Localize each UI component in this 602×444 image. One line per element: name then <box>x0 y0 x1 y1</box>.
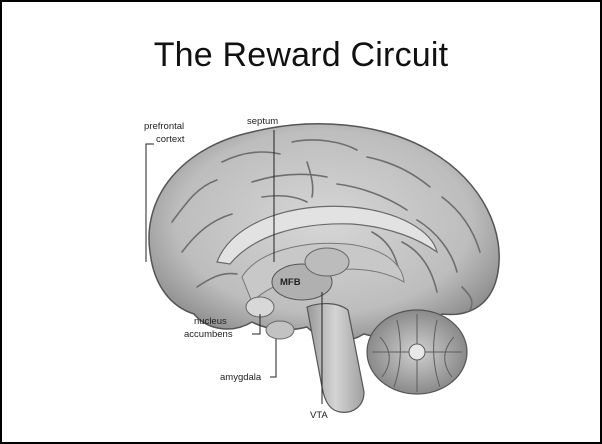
label-vta: VTA <box>310 410 328 421</box>
label-prefrontal-line2: cortext <box>156 134 185 145</box>
label-amygdala: amygdala <box>220 372 262 383</box>
amygdala-region <box>266 321 294 339</box>
slide-title: The Reward Circuit <box>2 36 600 75</box>
brain-diagram: prefrontal cortext septum MFB nucleus ac… <box>102 102 512 427</box>
brain-illustration: prefrontal cortext septum MFB nucleus ac… <box>102 102 512 427</box>
thalamus-region <box>305 248 349 276</box>
label-nucleus-line2: accumbens <box>184 329 233 340</box>
label-septum: septum <box>247 116 278 127</box>
label-nucleus-line1: nucleus <box>194 316 227 327</box>
cerebellum <box>367 310 467 394</box>
label-prefrontal-line1: prefrontal <box>144 121 184 132</box>
label-mfb: MFB <box>280 277 301 288</box>
